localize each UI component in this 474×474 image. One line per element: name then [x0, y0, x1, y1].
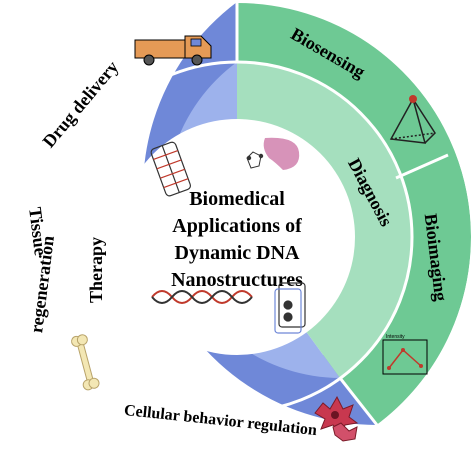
drug-delivery-label: Drug delivery — [39, 57, 123, 151]
bone-icon — [71, 334, 100, 391]
double-helix-icon — [151, 290, 253, 304]
dna-box-icon — [274, 282, 306, 334]
dna-frame-icon — [150, 141, 192, 197]
protein-icon — [246, 137, 300, 170]
cellular-behavior-label: Cellular behavior regulation — [123, 402, 318, 439]
title-line-3: Dynamic DNA — [175, 242, 301, 264]
title-line-4: Nanostructures — [171, 269, 303, 291]
diagnosis-outer-ring — [237, 2, 472, 425]
center-title: Biomedical Applications of Dynamic DNA N… — [171, 188, 303, 291]
diagnosis-inner-ring — [237, 62, 412, 378]
pyramid-icon — [389, 95, 436, 144]
title-line-1: Biomedical — [189, 188, 285, 210]
segment-separators — [39, 2, 449, 426]
intensity-chart-icon: Intensity — [382, 334, 428, 375]
center-circle — [119, 119, 355, 355]
intensity-label: Intensity — [386, 334, 405, 340]
tissue-regeneration-label: Tissue regeneration — [25, 206, 58, 334]
title-line-2: Applications of — [172, 215, 302, 237]
cells-icon — [314, 395, 359, 442]
therapy-label: Therapy — [86, 237, 106, 303]
truck-icon — [134, 35, 212, 66]
